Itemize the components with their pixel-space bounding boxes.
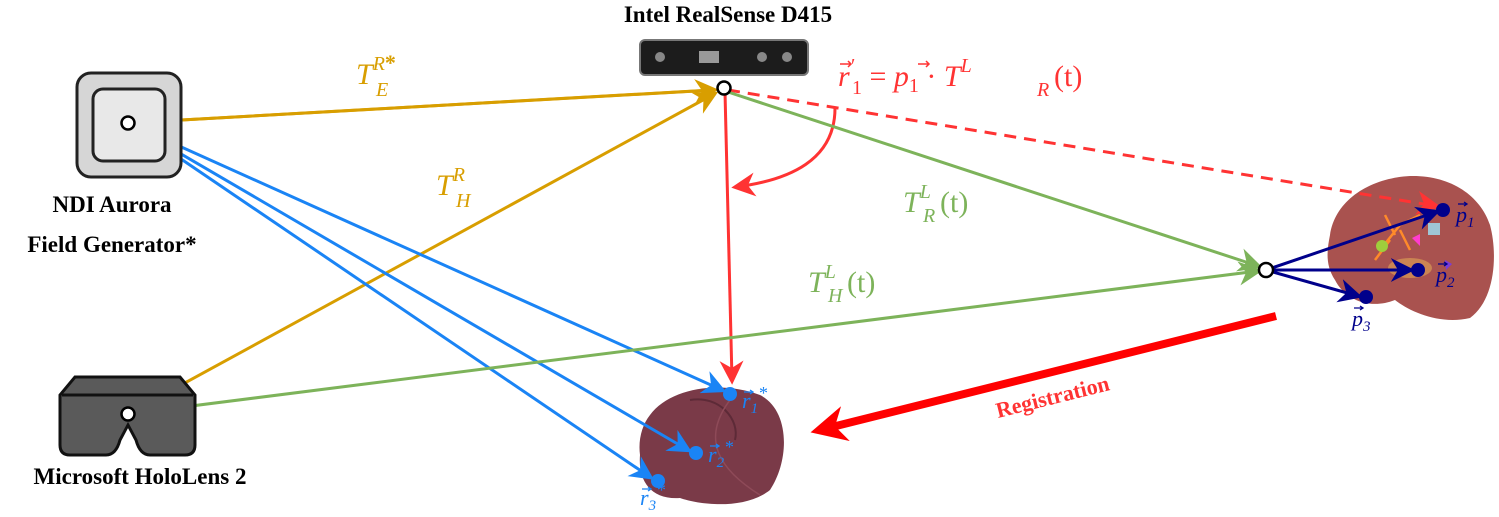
field-generator-label-2: Field Generator* — [27, 232, 196, 257]
point-p3 — [1359, 290, 1373, 304]
field-generator-label-1: NDI Aurora — [52, 192, 172, 217]
arrow-t-h-l — [127, 261, 1263, 416]
arrow-p1 — [1265, 206, 1441, 272]
liver-model-origin — [1257, 261, 1275, 279]
arrow-t-e-r — [127, 79, 719, 125]
point-p2 — [1411, 263, 1425, 277]
point-p1 — [1436, 203, 1450, 217]
point-r1 — [723, 387, 737, 401]
field-generator-origin — [120, 115, 136, 131]
arrow-p3 — [1265, 268, 1363, 303]
arrow-r1 — [127, 121, 727, 394]
registration-arrow — [810, 312, 1277, 442]
label-t-e-r: TR*E — [356, 50, 396, 101]
arrow-t-r-l — [727, 90, 1263, 272]
label-r2: r2* — [708, 437, 733, 471]
label-r3: r3* — [640, 480, 665, 514]
label-p1: p1 — [1454, 202, 1475, 231]
hololens-origin — [120, 406, 136, 422]
label-r1: r1* — [742, 383, 767, 417]
label-p3: p3 — [1350, 306, 1371, 335]
arrow-r1-prime — [719, 91, 744, 385]
dashed-arrow-p1 — [727, 88, 1441, 215]
point-r2 — [689, 446, 703, 460]
vector-arrow-marks — [642, 201, 1469, 492]
label-p2: p2 — [1434, 262, 1455, 291]
realsense-camera-icon — [639, 39, 809, 76]
arrow-r2 — [127, 121, 693, 453]
hololens-label: Microsoft HoloLens 2 — [34, 464, 247, 489]
camera-origin — [716, 80, 732, 96]
transform-rotation-arrow — [731, 107, 837, 197]
equation-r1-prime: r′1 = p1 · TLR(t) — [838, 55, 1082, 101]
arrow-r3 — [127, 121, 654, 480]
point-r3 — [651, 474, 665, 488]
equation-vector-marks — [840, 60, 931, 68]
virtual-liver-model — [1327, 175, 1494, 320]
camera-label: Intel RealSense D415 — [624, 2, 832, 27]
